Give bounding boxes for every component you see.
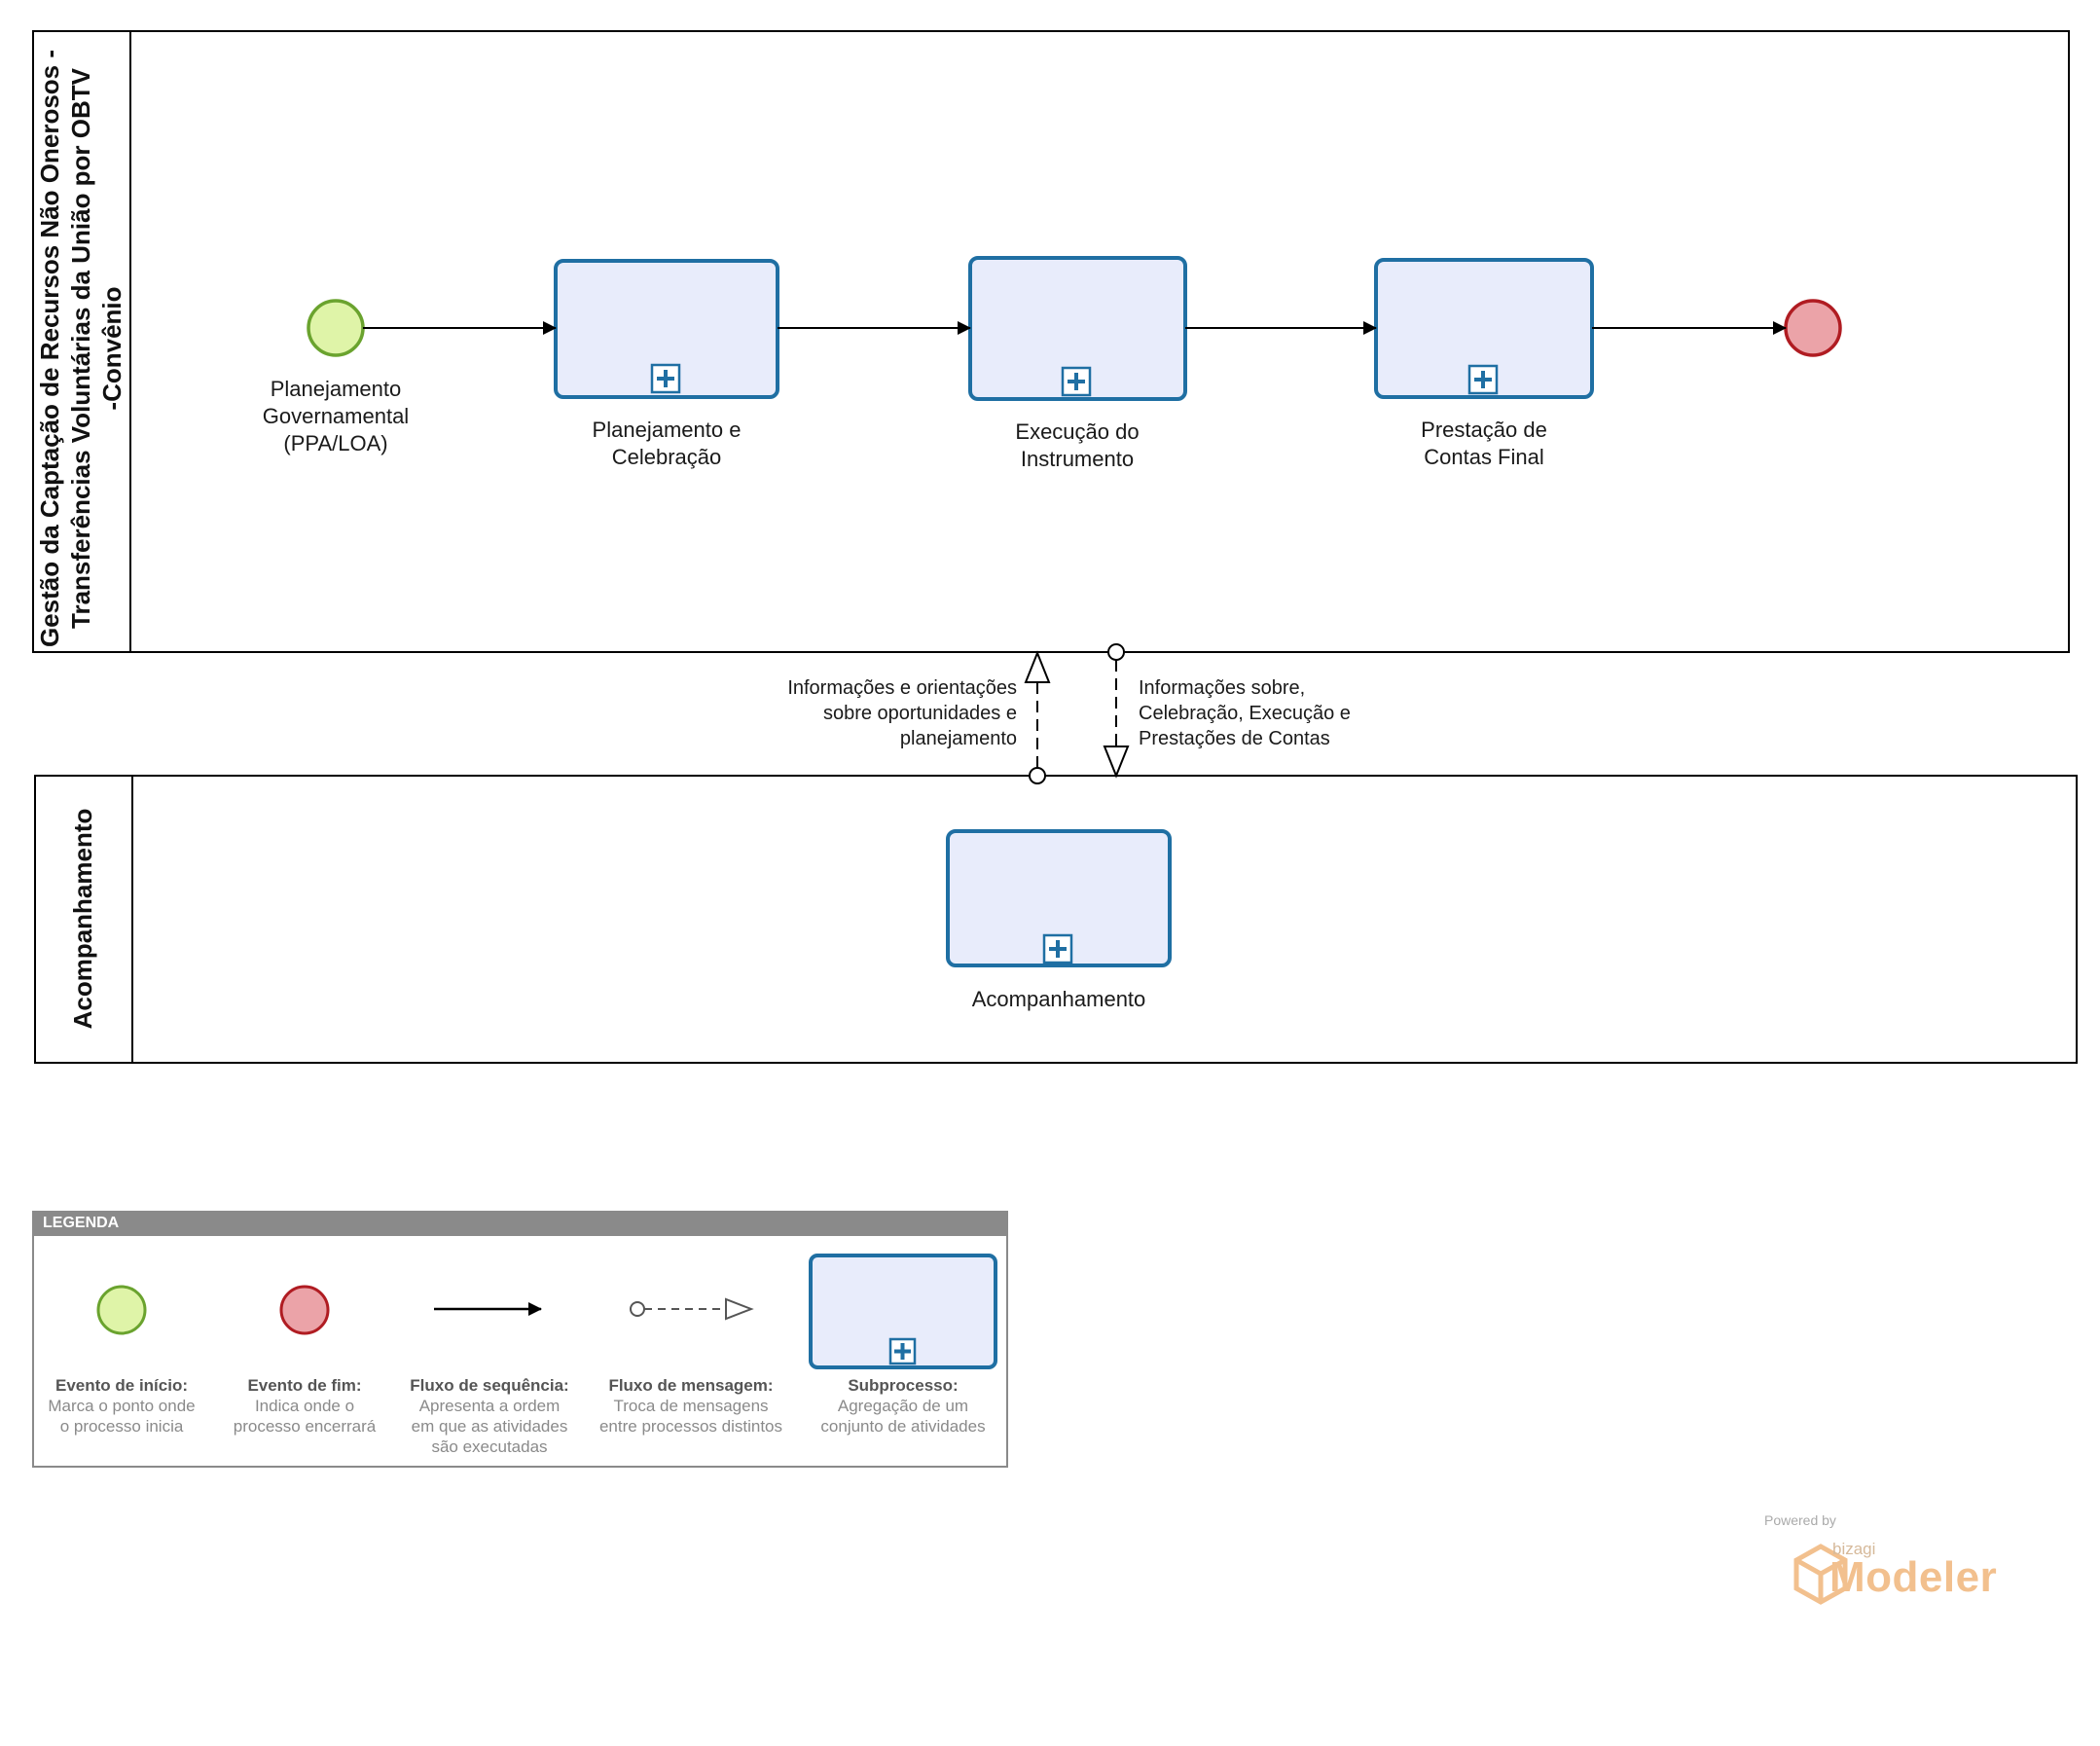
legend-item-start: Evento de início: Marca o ponto onde o p…	[34, 1375, 209, 1437]
subprocess-acompanhamento-label: Acompanhamento	[971, 987, 1146, 1011]
legend-item-end: Evento de fim: Indica onde o processo en…	[217, 1375, 392, 1437]
legend-subprocess-icon	[809, 1254, 997, 1369]
legend-item-message: Fluxo de mensagem: Troca de mensagens en…	[584, 1375, 798, 1437]
legend-item-message-title: Fluxo de mensagem:	[608, 1376, 774, 1395]
legend-start-icon	[96, 1285, 147, 1335]
message-flow-up[interactable]	[1024, 650, 1051, 784]
legend-item-start-title: Evento de início:	[54, 1376, 189, 1395]
legend-item-sequence-desc: Apresenta a ordem em que as atividades s…	[411, 1397, 568, 1456]
end-event[interactable]	[1784, 299, 1842, 357]
message-flow-up-label: Informações e orientações sobre oportuni…	[787, 677, 1017, 749]
subprocess-acompanhamento[interactable]	[946, 829, 1172, 967]
pool-main-name: Gestão da Captação de Recursos Não Onero…	[35, 49, 127, 648]
pool-acompanhamento-name: Acompanhamento	[68, 808, 97, 1030]
start-event[interactable]	[307, 299, 365, 357]
legend-item-end-desc: Indica onde o processo encerrará	[233, 1397, 377, 1436]
start-event-label: Planejamento Governamental (PPA/LOA)	[262, 377, 410, 455]
bizagi-text: bizagi	[1832, 1540, 1876, 1558]
subprocess-execucao[interactable]	[968, 256, 1187, 401]
legend-item-message-desc: Troca de mensagens entre processos disti…	[598, 1397, 783, 1436]
legend	[32, 1211, 1008, 1468]
subprocess-planejamento-label: Planejamento e Celebração	[592, 418, 742, 469]
subprocess-prestacao-label: Prestação de Contas Final	[1421, 418, 1547, 469]
subprocess-planejamento[interactable]	[554, 259, 779, 399]
subprocess-execucao-label: Execução do Instrumento	[1015, 419, 1140, 471]
legend-item-sequence-title: Fluxo de sequência:	[410, 1376, 569, 1395]
bizagi-logo-icon	[1793, 1544, 1848, 1605]
legend-end-icon	[279, 1285, 330, 1335]
modeler-text: Modeler	[1829, 1553, 1998, 1601]
legend-item-start-desc: Marca o ponto onde o processo inicia	[48, 1397, 196, 1436]
message-flow-down-label: Informações sobre, Celebração, Execução …	[1139, 677, 1351, 749]
legend-title: LEGENDA	[43, 1215, 120, 1231]
powered-by-text: Powered by	[1764, 1512, 1836, 1528]
legend-message-icon	[630, 1297, 754, 1321]
legend-item-subprocess: Subprocesso: Agregação de um conjunto de…	[806, 1375, 1000, 1437]
subprocess-prestacao[interactable]	[1374, 258, 1594, 399]
legend-item-end-title: Evento de fim:	[247, 1376, 362, 1395]
legend-item-subprocess-desc: Agregação de um conjunto de atividades	[820, 1397, 986, 1436]
message-flow-down[interactable]	[1103, 643, 1130, 779]
legend-item-sequence: Fluxo de sequência: Apresenta a ordem em…	[397, 1375, 582, 1457]
legend-item-subprocess-title: Subprocesso:	[848, 1376, 959, 1395]
